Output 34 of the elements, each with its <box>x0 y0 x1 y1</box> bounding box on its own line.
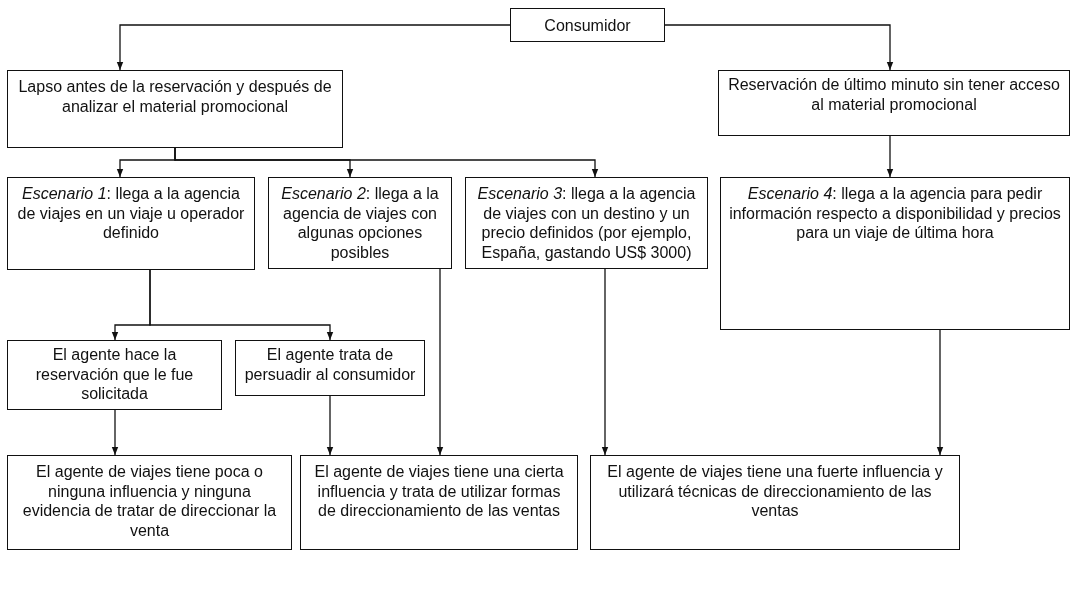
arrow <box>936 329 944 456</box>
process-box <box>718 70 1070 136</box>
process-box <box>720 177 1070 330</box>
box-text: El agente hace la reservación que le fue solicitada <box>34 345 195 404</box>
box-text: Escenario 1: llega a la agencia de viajes en un viaje u operador definido <box>16 184 246 243</box>
box-text: El agente de viajes tiene poca o ninguna influencia y ninguna evidencia de tratar de direccionar la venta <box>21 462 278 541</box>
process-box <box>268 177 452 269</box>
box-text: Escenario 4: llega a la agencia para pedir información respecto a disponibilidad y precios para un viaje de última hora <box>728 184 1062 243</box>
process-box <box>235 340 425 396</box>
arrow <box>664 24 894 71</box>
box-text: El agente de viajes tiene una cierta influencia y trata de utilizar formas de direccionamiento de las ventas <box>313 462 565 521</box>
process-box <box>300 455 578 550</box>
arrow <box>174 147 599 178</box>
process-box <box>7 340 222 410</box>
arrow <box>886 135 894 178</box>
box-text: Escenario 3: llega a la agencia de viajes con un destino y un precio definidos (por ejemplo, España, gastando US$ 3000) <box>476 184 697 263</box>
box-text: Lapso antes de la reservación y después de analizar el material promocional <box>17 77 333 117</box>
process-box <box>7 177 255 270</box>
arrow <box>601 268 609 456</box>
arrow <box>436 268 444 456</box>
process-box <box>7 70 343 148</box>
process-box <box>510 8 665 42</box>
process-box <box>465 177 708 269</box>
arrow <box>116 24 511 71</box>
box-text: El agente de viajes tiene una fuerte influencia y utilizará técnicas de direccionamiento de las ventas <box>606 462 944 521</box>
box-text: Reservación de último minuto sin tener acceso al material promocional <box>727 75 1061 115</box>
process-box <box>590 455 960 550</box>
arrow <box>111 409 119 456</box>
box-text: Escenario 2: llega a la agencia de viajes con algunas opciones posibles <box>280 184 440 263</box>
arrow <box>149 269 334 341</box>
box-text: Consumidor <box>544 16 631 36</box>
arrow <box>326 395 334 456</box>
process-box <box>7 455 292 550</box>
box-text: El agente trata de persuadir al consumidor <box>243 345 417 385</box>
